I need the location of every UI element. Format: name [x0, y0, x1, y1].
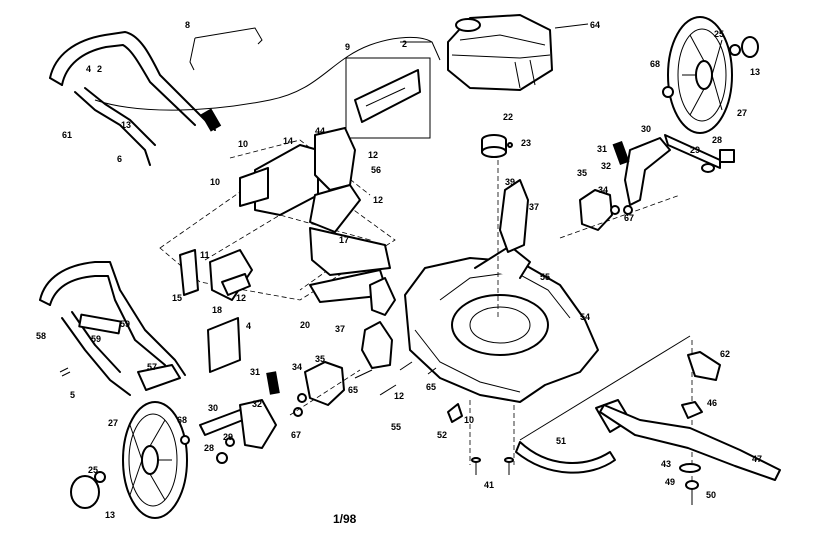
callout-label: 30	[641, 124, 651, 134]
callout-label: 51	[556, 436, 566, 446]
callout-label: 27	[737, 108, 747, 118]
callout-label: 13	[121, 120, 131, 130]
callout-label: 31	[597, 144, 607, 154]
lower-handle	[39, 261, 186, 396]
callout-label: 43	[661, 459, 671, 469]
callout-label: 35	[315, 354, 325, 364]
inset-box	[345, 57, 431, 139]
callout-label: 44	[315, 126, 325, 136]
callout-label: 55	[391, 422, 401, 432]
callout-label: 11	[200, 250, 210, 260]
callout-label: 57	[147, 362, 157, 372]
callout-label: 46	[707, 398, 717, 408]
callout-label: 13	[750, 67, 760, 77]
callout-label: 23	[521, 138, 531, 148]
callout-label: 59	[91, 334, 101, 344]
callout-label: 28	[204, 443, 214, 453]
control-rod	[194, 27, 263, 45]
callout-label: 37	[529, 202, 539, 212]
callout-label: 56	[371, 165, 381, 175]
blade	[599, 404, 781, 481]
callout-label: 34	[598, 185, 608, 195]
callout-label: 15	[172, 293, 182, 303]
callout-label: 12	[236, 293, 246, 303]
callout-label: 30	[208, 403, 218, 413]
callout-label: 14	[283, 136, 293, 146]
callout-label: 10	[464, 415, 474, 425]
callout-label: 17	[339, 235, 349, 245]
callout-label: 28	[712, 135, 722, 145]
callout-label: 31	[250, 367, 260, 377]
callout-label: 55	[540, 272, 550, 282]
callout-label: 25	[88, 465, 98, 475]
callout-label: 2	[97, 64, 102, 74]
callout-label: 61	[62, 130, 72, 140]
callout-label: 5	[70, 390, 75, 400]
callout-label: 29	[690, 145, 700, 155]
callout-label: 54	[580, 312, 590, 322]
callout-label: 59	[120, 319, 130, 329]
callout-label: 65	[426, 382, 436, 392]
engine	[447, 14, 553, 91]
callout-label: 68	[177, 415, 187, 425]
callout-label: 68	[650, 59, 660, 69]
callout-label: 50	[706, 490, 716, 500]
callout-label: 8	[185, 20, 190, 30]
callout-label: 29	[223, 432, 233, 442]
callout-label: 52	[437, 430, 447, 440]
callout-label: 41	[484, 480, 494, 490]
callout-label: 9	[345, 42, 350, 52]
callout-label: 27	[108, 418, 118, 428]
callout-label: 6	[117, 154, 122, 164]
callout-label: 49	[665, 477, 675, 487]
callout-label: 4	[246, 321, 251, 331]
callout-label: 67	[624, 213, 634, 223]
callout-label: 65	[348, 385, 358, 395]
callout-label: 18	[212, 305, 222, 315]
callout-label: 25	[714, 29, 724, 39]
rear-right-wheel	[667, 16, 733, 134]
callout-label: 37	[335, 324, 345, 334]
callout-label: 67	[291, 430, 301, 440]
callout-label: 12	[368, 150, 378, 160]
gear-left	[304, 361, 345, 406]
footer-date: 1/98	[333, 512, 357, 526]
front-left-wheel	[122, 401, 188, 519]
callout-label: 32	[601, 161, 611, 171]
blade-adapter	[515, 441, 616, 474]
callout-label: 62	[720, 349, 730, 359]
callout-label: 2	[402, 39, 407, 49]
callout-label: 39	[505, 177, 515, 187]
callout-label: 47	[752, 454, 762, 464]
callout-label: 10	[238, 139, 248, 149]
mower-deck	[404, 245, 599, 403]
callout-label: 35	[577, 168, 587, 178]
callout-label: 32	[252, 399, 262, 409]
callout-label: 12	[373, 195, 383, 205]
gear-right	[579, 189, 613, 231]
callout-label: 34	[292, 362, 302, 372]
callout-label: 4	[86, 64, 91, 74]
callout-label: 20	[300, 320, 310, 330]
callout-label: 12	[394, 391, 404, 401]
callout-label: 22	[503, 112, 513, 122]
upper-handle	[49, 31, 222, 166]
callout-label: 64	[590, 20, 600, 30]
callout-label: 10	[210, 177, 220, 187]
callout-label: 58	[36, 331, 46, 341]
callout-label: 13	[105, 510, 115, 520]
throttle-cable	[94, 36, 441, 111]
